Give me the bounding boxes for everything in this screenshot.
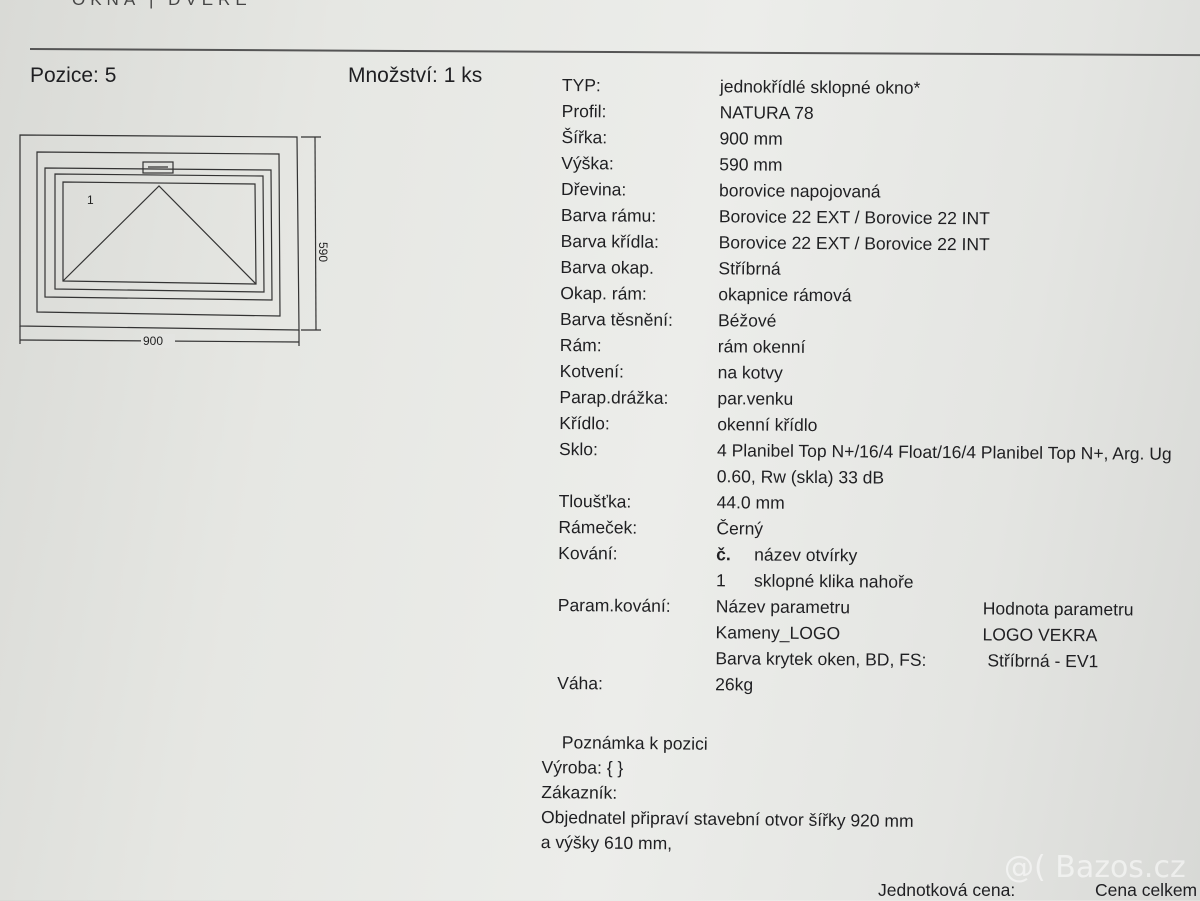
notes-line-2: a výšky 610 mm,	[540, 831, 673, 854]
notes-vyroba: Výroba: { }	[541, 756, 624, 778]
brand-logo: OKNA | DVEŘE	[72, 0, 252, 10]
watermark-logo: @( Bazos.cz	[1004, 850, 1186, 885]
height-dimension-line	[314, 136, 317, 331]
height-dimension-label: 590	[316, 242, 330, 262]
total-price-label: Cena celkem	[1095, 880, 1198, 900]
window-drawing: 1 900 590	[19, 134, 330, 348]
notes-title: Poznámka k pozici	[561, 732, 708, 754]
header-divider	[29, 48, 1200, 57]
quantity-label: Množství: 1 ks	[348, 64, 483, 87]
frame-outline	[36, 151, 281, 317]
tilt-indicator	[62, 185, 257, 285]
unit-price-label: Jednotková cena:	[878, 880, 1016, 900]
notes-line-1: Objednatel připraví stavební otvor šířky…	[540, 806, 914, 831]
handle-icon	[142, 161, 174, 174]
width-dimension-label: 900	[143, 334, 163, 348]
notes-zakaznik: Zákazník:	[541, 781, 618, 803]
spec-table: TYP:jednokřídlé sklopné okno* Profil:NAT…	[557, 72, 1182, 701]
outer-frame	[19, 134, 300, 331]
sash-number: 1	[87, 193, 94, 207]
spec-row-vaha: Váha:26kg	[557, 672, 754, 695]
spec-row-sklo: Sklo:4 Planibel Top N+/16/4 Float/16/4 P…	[558, 438, 1172, 488]
position-label: Pozice: 5	[30, 64, 117, 87]
position-notes: Poznámka k pozici Výroba: { } Zákazník: …	[541, 730, 915, 859]
sash-outline	[54, 173, 265, 293]
